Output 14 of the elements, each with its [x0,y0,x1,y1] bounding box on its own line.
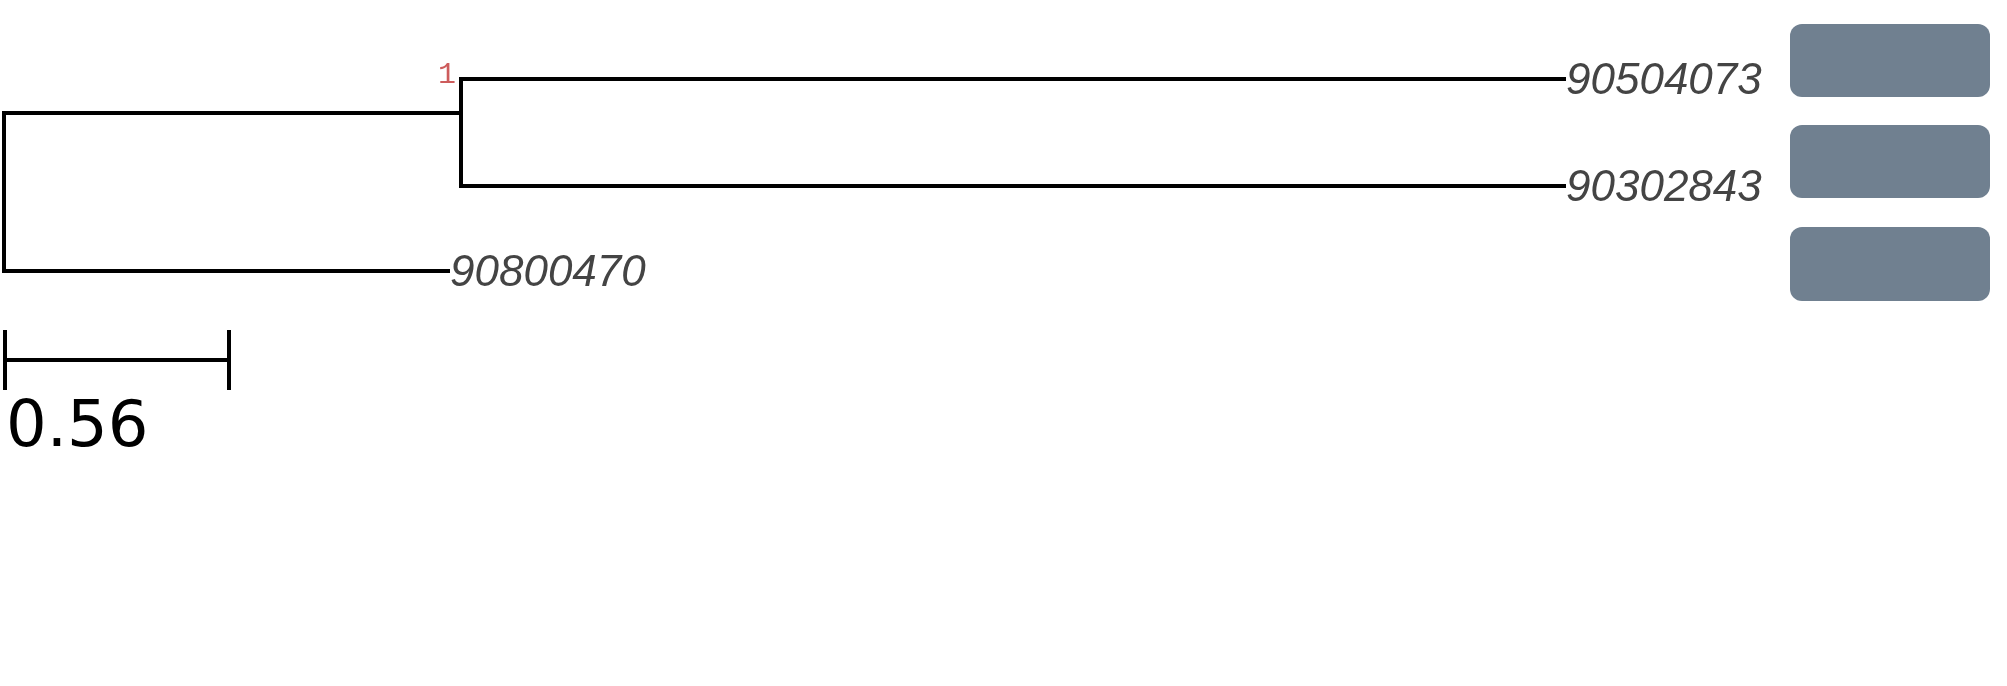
rounded-bar [1790,227,1990,301]
branch-line [6,111,459,115]
branch-line [463,184,1566,188]
branch-line [463,77,1566,81]
leaf-label: 90302843 [1566,164,1762,208]
support-value: 1 [438,60,456,90]
rounded-bar [1790,24,1990,97]
clade-junction [2,111,6,273]
branch-line [6,269,450,273]
rounded-bar [1790,125,1990,198]
clade-junction [459,77,463,188]
leaf-label: 90800470 [450,249,646,293]
leaf-label: 90504073 [1566,57,1762,101]
scale-label: 0.56 [6,392,149,456]
